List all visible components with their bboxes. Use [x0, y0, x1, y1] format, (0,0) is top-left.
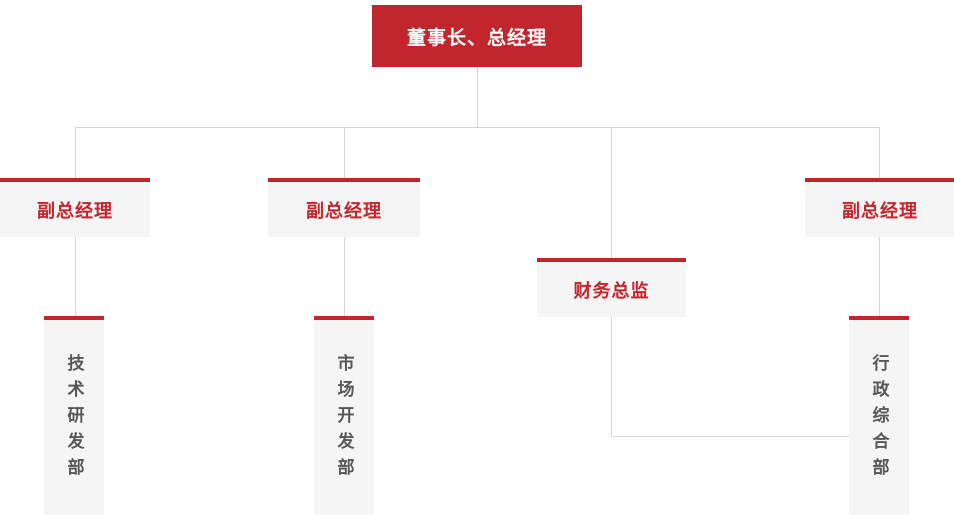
- node-label: 技术研发部: [64, 354, 84, 484]
- connector-drop-finance: [611, 127, 612, 258]
- node-vp-left: 副总经理: [0, 178, 150, 237]
- node-finance-director: 财务总监: [537, 258, 686, 317]
- node-dept-admin-general: 行政综合部: [849, 316, 909, 515]
- node-label: 副总经理: [306, 200, 382, 221]
- node-label: 副总经理: [37, 200, 113, 221]
- node-vp-right: 副总经理: [805, 178, 954, 237]
- node-chairman-general-manager: 董事长、总经理: [372, 5, 582, 67]
- connector-vp-middle-dept: [344, 237, 345, 316]
- node-label: 董事长、总经理: [406, 27, 547, 49]
- node-label: 市场开发部: [334, 354, 354, 484]
- connector-root-stem: [477, 67, 478, 127]
- connector-drop-vp-middle: [344, 127, 345, 178]
- node-vp-middle: 副总经理: [268, 178, 420, 237]
- node-dept-tech-rnd: 技术研发部: [44, 316, 104, 515]
- connector-finance-elbow-vert: [611, 317, 612, 436]
- connector-vp-right-dept: [879, 237, 880, 316]
- connector-main-horizontal: [75, 127, 880, 128]
- node-dept-market-dev: 市场开发部: [314, 316, 374, 515]
- connector-drop-vp-left: [75, 127, 76, 178]
- connector-drop-vp-right: [879, 127, 880, 178]
- node-label: 行政综合部: [869, 354, 889, 484]
- node-label: 财务总监: [573, 280, 650, 301]
- connector-finance-elbow-horz: [611, 436, 849, 437]
- connector-vp-left-dept: [75, 237, 76, 316]
- node-label: 副总经理: [842, 200, 918, 221]
